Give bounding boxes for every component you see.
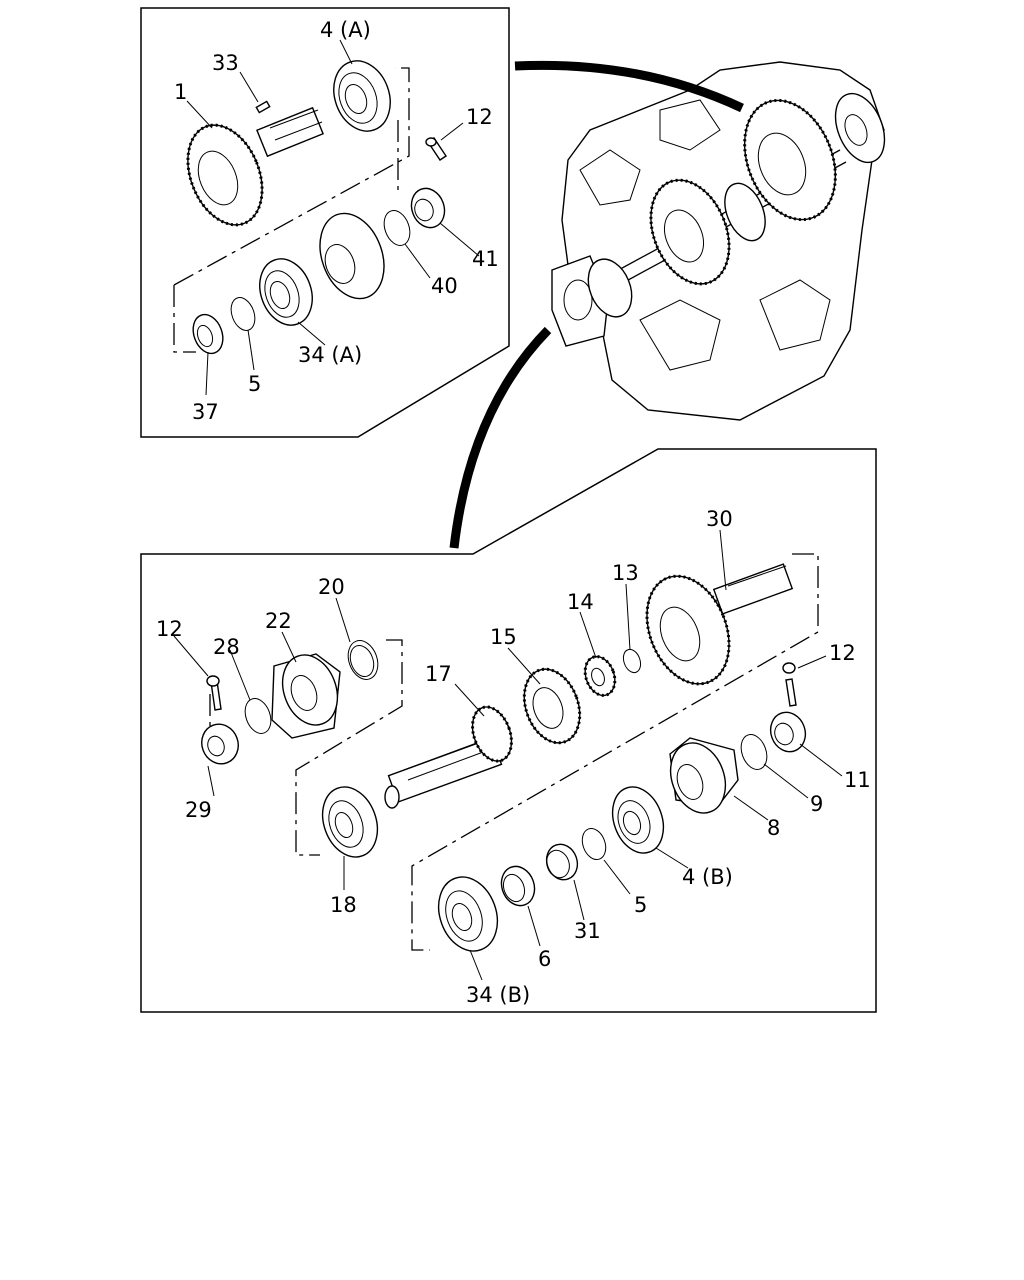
lower-leader-lines [173, 529, 843, 981]
part-5-ring-lower [581, 828, 607, 860]
upper-leader-lines [186, 39, 480, 396]
part-40-ring [383, 210, 411, 246]
part-18-bearing [321, 786, 379, 858]
label-17: 17 [425, 662, 452, 686]
label-37: 37 [192, 400, 219, 424]
label-11: 11 [844, 768, 871, 792]
callout-arrow-lower [449, 326, 552, 549]
part-33-key [255, 100, 271, 114]
transmission-case-illustration [551, 61, 886, 421]
part-4a-bearing [333, 60, 391, 132]
part-22-flange [271, 653, 341, 739]
part-29-nut [201, 723, 239, 765]
lower-panel-frame [140, 448, 877, 1013]
part-15-sleeve [522, 667, 582, 745]
part-5-ring-upper [230, 297, 256, 331]
part-30-gear-shaft [645, 563, 794, 686]
part-9-ring [740, 734, 768, 770]
label-18: 18 [330, 893, 357, 917]
label-4b: 4 (B) [682, 865, 733, 889]
part-34b-bearing [437, 876, 499, 952]
part-12-cotter-pin-upper [425, 137, 447, 161]
part-20-ring [347, 640, 379, 680]
label-15: 15 [490, 625, 517, 649]
part-34a-bearing [259, 258, 313, 326]
part-1-gear-shaft [186, 106, 324, 227]
part-8-flange [669, 737, 739, 814]
label-5-lower: 5 [634, 893, 647, 917]
part-14-gear [583, 655, 617, 697]
label-22: 22 [265, 609, 292, 633]
part-41-nut [410, 187, 446, 229]
part-17-gear-shaft [384, 705, 513, 809]
lower-assembly-outline-left [209, 639, 403, 856]
part-4b-bearing [611, 786, 665, 854]
label-30: 30 [706, 507, 733, 531]
lower-panel: 30 13 14 15 17 20 22 28 12 29 12 11 9 8 … [140, 448, 877, 1013]
part-12-cotter-pin-left [206, 675, 222, 711]
label-8: 8 [767, 816, 780, 840]
upper-assembly-outline [173, 67, 410, 353]
label-12-upper: 12 [466, 105, 493, 129]
label-14: 14 [567, 590, 594, 614]
label-31: 31 [574, 919, 601, 943]
label-1: 1 [174, 80, 187, 104]
label-41: 41 [472, 247, 499, 271]
label-40: 40 [431, 274, 458, 298]
label-5-upper: 5 [248, 372, 261, 396]
label-6: 6 [538, 947, 551, 971]
part-12-cotter-pin-right [782, 662, 797, 707]
upper-panel-frame [140, 7, 510, 438]
label-12-left: 12 [156, 617, 183, 641]
lower-assembly-outline-right [411, 553, 819, 951]
upper-panel: 1 33 4 (A) 12 41 40 34 (A) 5 37 [140, 7, 510, 438]
label-9: 9 [810, 792, 823, 816]
label-34b: 34 (B) [466, 983, 530, 1007]
part-31-sleeve [545, 843, 579, 881]
label-20: 20 [318, 575, 345, 599]
callout-arrow-upper [514, 60, 744, 113]
part-37-oil-seal [192, 313, 224, 355]
part-13-ring [622, 648, 642, 674]
label-34a: 34 (A) [298, 343, 362, 367]
part-11-nut [769, 711, 807, 753]
part-flange-upper [319, 212, 385, 300]
label-13: 13 [612, 561, 639, 585]
label-29: 29 [185, 798, 212, 822]
label-12-right: 12 [829, 641, 856, 665]
label-28: 28 [213, 635, 240, 659]
label-4a: 4 (A) [320, 18, 371, 42]
label-33: 33 [212, 51, 239, 75]
part-6-collar [500, 865, 536, 907]
part-28-ring [244, 698, 272, 734]
